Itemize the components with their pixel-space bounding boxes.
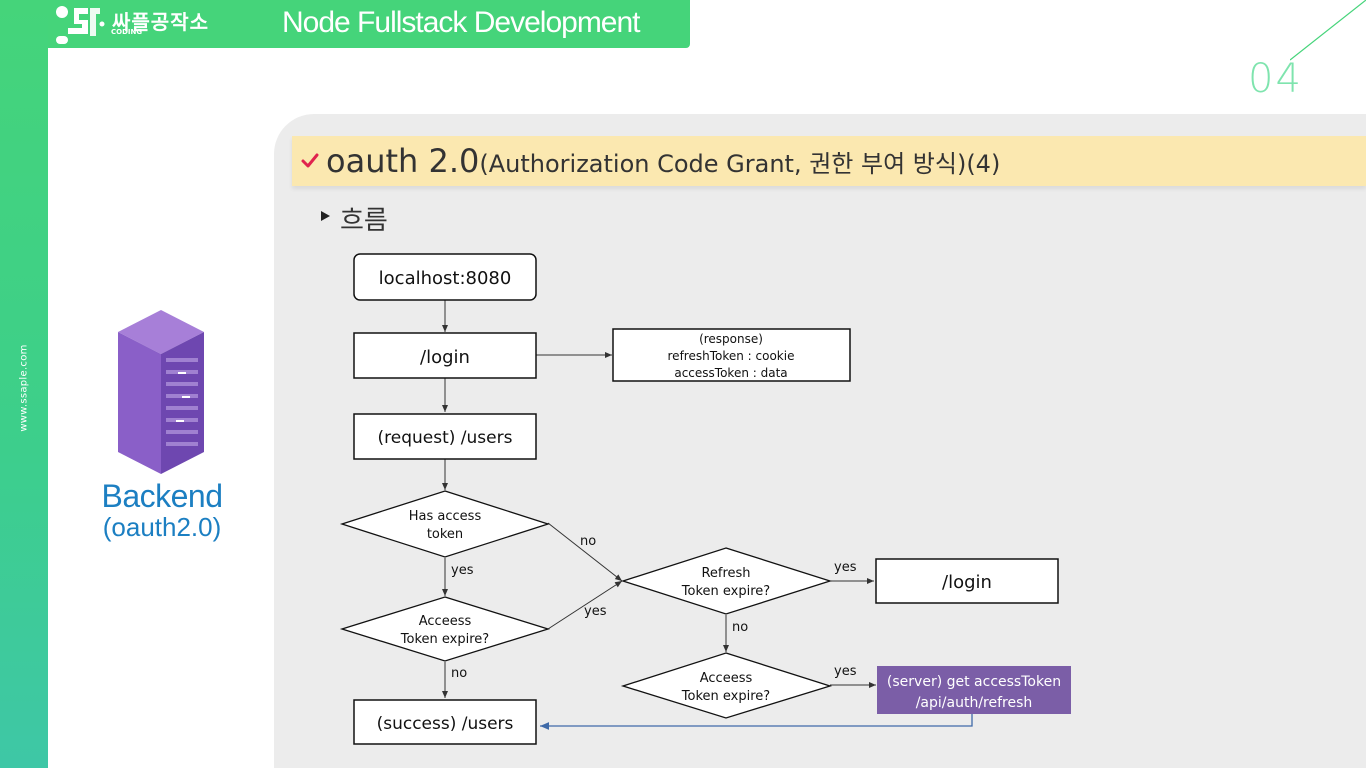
corner-decoration-line: [1290, 0, 1366, 61]
brand-name: 싸플공작소: [112, 10, 209, 34]
node-localhost: [353, 253, 537, 301]
slide-title-sub: (Authorization Code Grant, 권한 부여 방식)(4): [479, 150, 1001, 178]
page-number: 04: [1248, 56, 1303, 102]
label-yes-has-access: yes: [451, 563, 474, 578]
check-icon: [301, 153, 319, 168]
label-yes-access-expire: yes: [584, 604, 607, 619]
backend-sublabel: (oauth2.0): [102, 512, 222, 542]
slide-title-main: oauth 2.0: [326, 142, 480, 180]
node-login-right-label: /login: [942, 572, 992, 593]
node-localhost-label: localhost:8080: [379, 268, 512, 289]
label-no-access-expire: no: [451, 666, 467, 681]
bullet-arrow-icon: [321, 211, 330, 221]
node-server-refresh: [877, 666, 1071, 714]
node-response-line2: refreshToken : cookie: [668, 349, 795, 363]
decision-access-expire: [339, 596, 551, 662]
bullet-text: 흐름: [340, 206, 388, 236]
decision-access-expire-2: [620, 652, 833, 719]
left-accent-bar: www.ssaple.com: [0, 0, 48, 768]
node-response-line3: accessToken : data: [674, 366, 787, 380]
slide-title-bar: oauth 2.0(Authorization Code Grant, 권한 부…: [292, 136, 1366, 186]
decision-access-expire-2-line1: Acceess: [700, 671, 753, 686]
course-title: Node Fullstack Development: [282, 6, 641, 39]
brand-sub: CODING: [111, 28, 143, 36]
decision-refresh-expire: [620, 547, 833, 615]
node-server-line1: (server) get accessToken: [887, 674, 1061, 690]
decision-has-access: [339, 490, 551, 558]
node-login-right: [875, 558, 1059, 604]
server-rack-icon: [118, 310, 204, 474]
node-request-users: [353, 413, 537, 460]
label-yes-access-expire-2: yes: [834, 664, 857, 679]
decision-refresh-expire-line1: Refresh: [701, 566, 750, 581]
decision-access-expire-line2: Token expire?: [400, 632, 489, 647]
decision-access-expire-2-line2: Token expire?: [681, 689, 770, 704]
header-bar: 싸플공작소 CODING Node Fullstack Development: [48, 0, 690, 48]
label-yes-refresh: yes: [834, 560, 857, 575]
decision-has-access-line2: token: [427, 527, 463, 542]
node-response: [612, 328, 851, 382]
slide-title: oauth 2.0(Authorization Code Grant, 권한 부…: [326, 142, 1000, 180]
backend-label: Backend: [101, 478, 223, 514]
decision-access-expire-line1: Acceess: [419, 614, 472, 629]
decision-refresh-expire-line2: Token expire?: [681, 584, 770, 599]
logo-icon: [56, 6, 105, 44]
node-success-users: [353, 699, 537, 745]
node-request-users-label: (request) /users: [378, 428, 513, 448]
label-no-has-access: no: [580, 534, 596, 549]
node-success-users-label: (success) /users: [377, 714, 514, 734]
node-response-line1: (response): [699, 332, 763, 346]
node-login-label: /login: [420, 347, 470, 368]
decision-has-access-line1: Has access: [409, 509, 482, 524]
node-login: [353, 332, 537, 379]
label-no-refresh: no: [732, 620, 748, 635]
return-arrow: [540, 714, 973, 730]
node-server-line2: /api/auth/refresh: [916, 695, 1033, 711]
